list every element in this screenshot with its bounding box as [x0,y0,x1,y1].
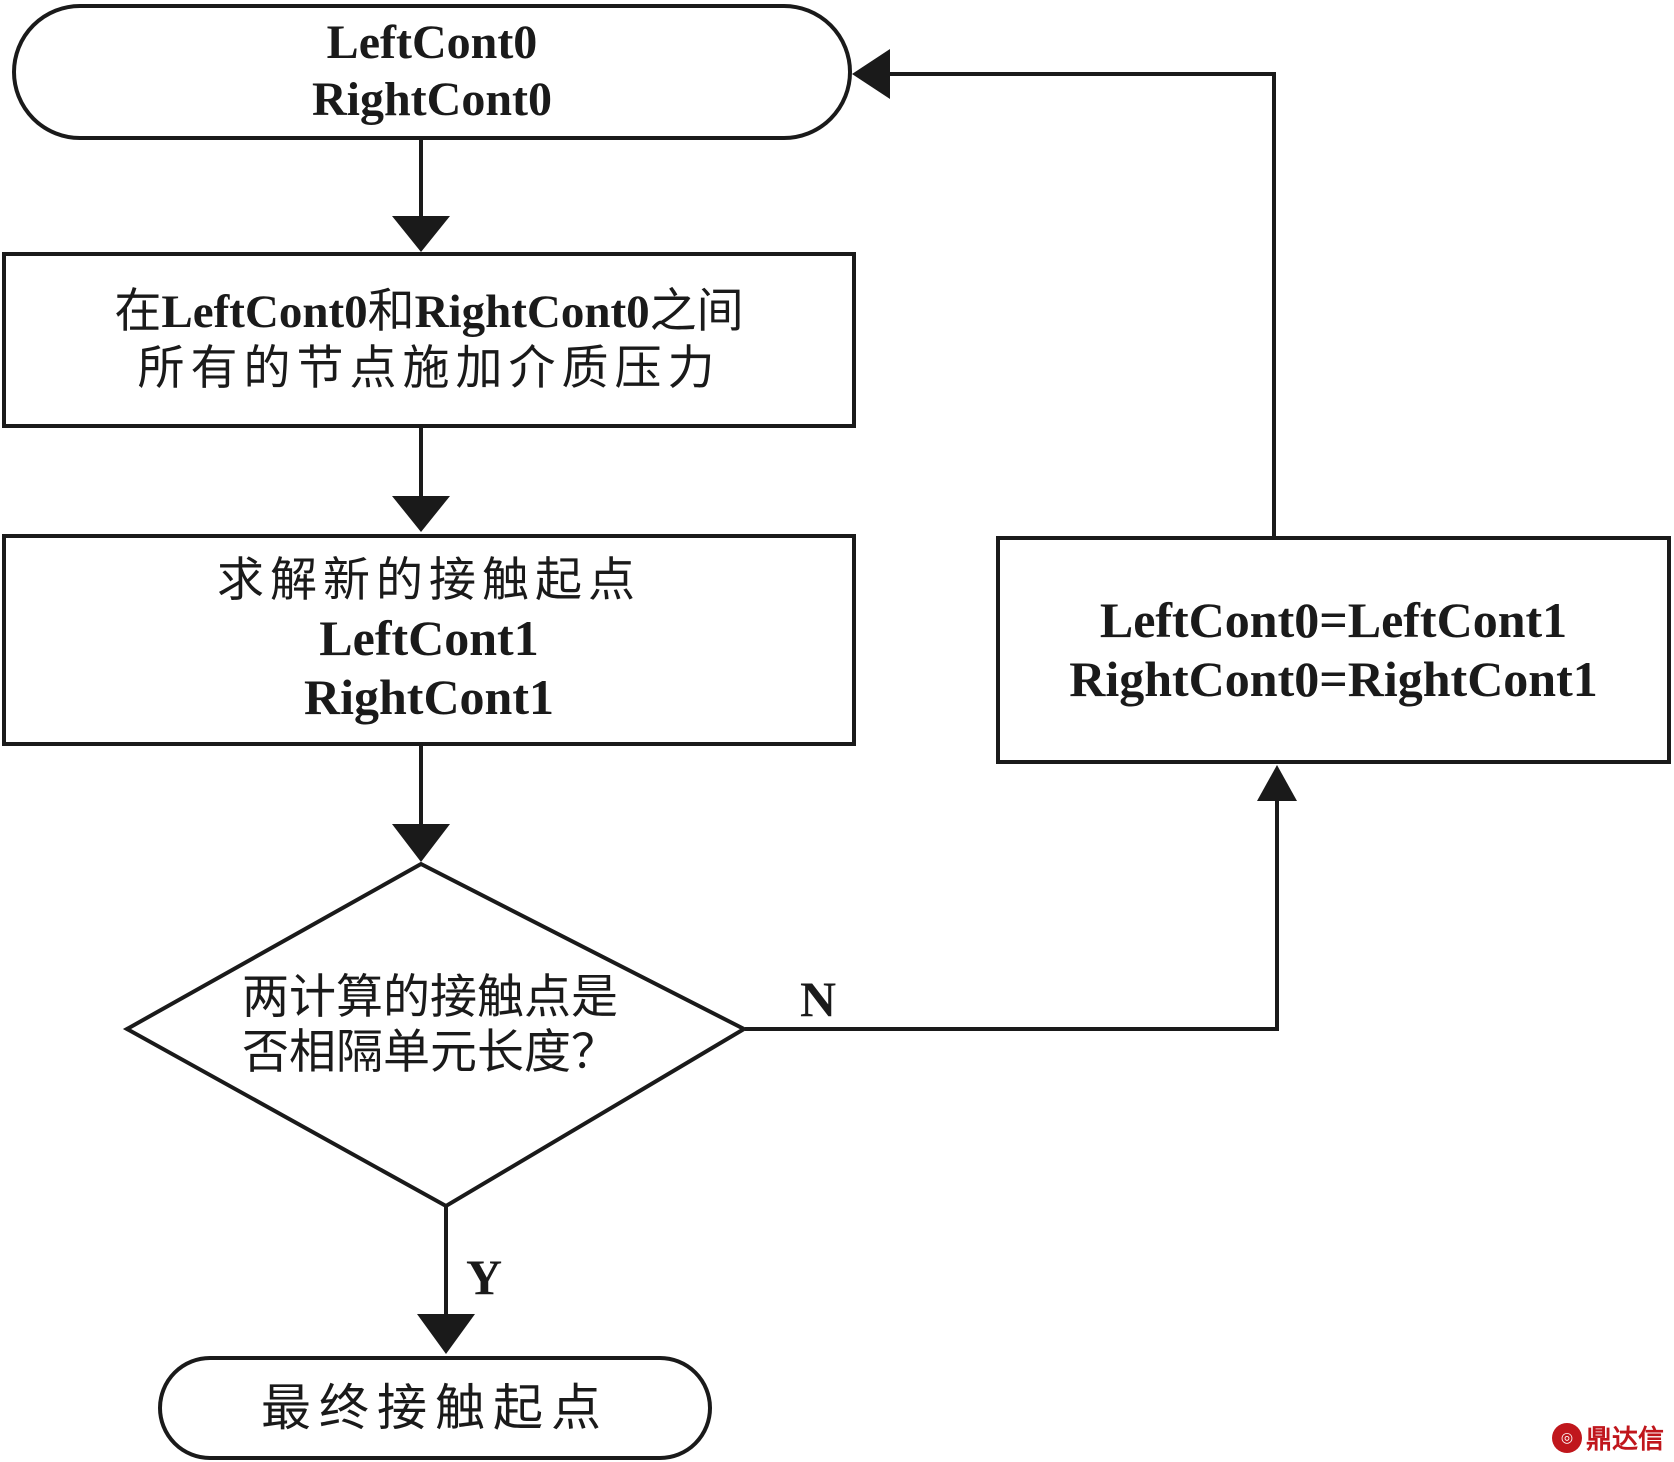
start-line-1: LeftCont0 [326,16,538,70]
arrow-decision-no-to-update-head [1257,765,1297,801]
decision-line-1: 两计算的接触点是 [242,970,618,1025]
watermark-text: 鼎达信 [1585,1425,1664,1455]
arrow-update-to-start-shaft [888,72,1276,536]
arrow-decision-to-end-head [417,1314,475,1354]
apply-pressure-prefix: 在 [114,284,162,340]
end-label: 最终接触起点 [261,1378,609,1437]
update-line-1: LeftCont0=LeftCont1 [1099,592,1568,648]
arrow-update-to-start-head [852,49,890,99]
solve-box: 求解新的接触起点 LeftCont1 RightCont1 [2,534,856,746]
no-branch-label: N [800,971,837,1027]
arrow-solve-to-decision-head [392,824,450,862]
watermark-logo-icon: ◎ [1551,1422,1582,1453]
arrow-apply-to-solve-head [392,496,450,532]
decision-text: 两计算的接触点是 否相隔单元长度？ [200,970,660,1081]
apply-pressure-line-2: 所有的节点施加介质压力 [137,340,721,396]
solve-line-2: LeftCont1 [319,609,539,666]
yes-branch-label: Y [466,1249,503,1305]
watermark: ◎ 鼎达信 [1551,1419,1664,1456]
solve-line-3: RightCont1 [303,668,555,725]
end-terminal: 最终接触起点 [158,1356,712,1460]
update-box: LeftCont0=LeftCont1 RightCont0=RightCont… [996,536,1671,764]
apply-pressure-line-1: 在LeftCont0和RightCont0之间 [114,284,743,340]
apply-pressure-right-var: RightCont0 [414,286,650,339]
update-line-2: RightCont0=RightCont1 [1069,651,1598,707]
arrow-start-to-apply-head [392,216,450,252]
decision-line-2: 否相隔单元长度？ [242,1025,618,1081]
apply-pressure-left-var: LeftCont0 [161,286,368,339]
apply-pressure-suffix: 之间 [649,284,744,340]
decision-diamond [122,861,749,1209]
start-line-2: RightCont0 [311,73,553,126]
apply-pressure-joiner: 和 [367,284,415,340]
apply-pressure-box: 在LeftCont0和RightCont0之间 所有的节点施加介质压力 [2,252,856,428]
solve-line-1: 求解新的接触起点 [217,553,641,609]
start-terminal: LeftCont0 RightCont0 [12,4,852,140]
arrow-decision-no-to-update-shaft [745,800,1279,1031]
